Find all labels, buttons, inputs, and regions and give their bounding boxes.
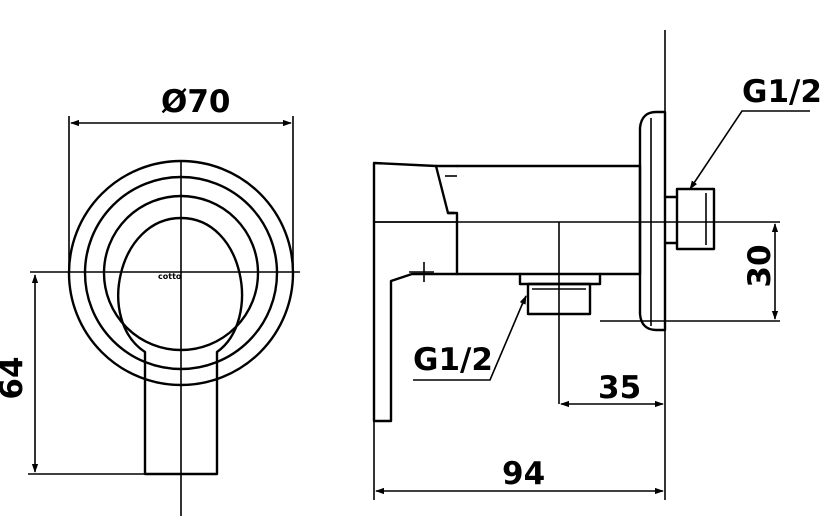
side-top-thread-label: G1/2 bbox=[742, 74, 822, 110]
front-height-label: 64 bbox=[0, 356, 30, 399]
front-lever-handle bbox=[117, 216, 244, 476]
side-lever-profile bbox=[372, 161, 459, 423]
side-bottom-thread-label: G1/2 bbox=[413, 342, 493, 378]
front-diameter-label: Ø70 bbox=[161, 84, 231, 120]
brand-mark: cotto bbox=[158, 272, 182, 281]
front-view: cotto Ø70 64 bbox=[0, 84, 300, 516]
side-length-label: 94 bbox=[502, 456, 545, 492]
side-body-taper bbox=[434, 164, 459, 215]
side-top-thread-leader bbox=[691, 110, 810, 187]
side-bottom-outlet-neck bbox=[518, 272, 602, 286]
side-wall-flange bbox=[638, 110, 667, 332]
side-height-label: 30 bbox=[742, 244, 778, 287]
side-outlet-offset-label: 35 bbox=[598, 370, 641, 406]
side-rear-inlet-thread bbox=[675, 187, 716, 251]
side-top-thread-leader-tip bbox=[689, 180, 698, 190]
side-body-cylinder bbox=[455, 164, 642, 276]
side-view: G1/2 G1/2 30 35 94 bbox=[372, 30, 822, 500]
side-bottom-thread-leader-tip bbox=[519, 295, 527, 306]
side-bottom-thread-leader bbox=[413, 299, 525, 381]
